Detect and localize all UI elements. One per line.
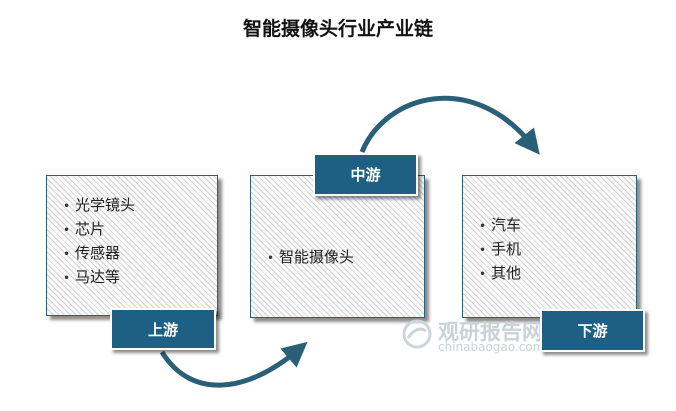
list-item: 马达等	[63, 266, 135, 290]
list-item: 芯片	[63, 218, 135, 242]
downstream-list: 汽车 手机 其他	[479, 214, 521, 286]
watermark-text: 观研报告网	[438, 320, 543, 344]
downstream-card: 汽车 手机 其他	[462, 175, 637, 318]
upstream-list: 光学镜头 芯片 传感器 马达等	[63, 194, 135, 290]
midstream-list: 智能摄像头	[267, 246, 354, 270]
list-item: 光学镜头	[63, 194, 135, 218]
upstream-card: 光学镜头 芯片 传感器 马达等	[46, 175, 218, 316]
list-item: 汽车	[479, 214, 521, 238]
arrow-up-to-mid	[159, 341, 308, 388]
list-item: 传感器	[63, 242, 135, 266]
downstream-tag: 下游	[540, 309, 645, 352]
watermark-url: chinabaogao.com	[438, 340, 545, 354]
upstream-tag: 上游	[110, 308, 216, 350]
watermark-logo-icon	[402, 319, 432, 349]
midstream-tag: 中游	[313, 153, 418, 196]
list-item: 手机	[479, 238, 521, 262]
page-title: 智能摄像头行业产业链	[242, 18, 433, 40]
midstream-card: 智能摄像头	[250, 175, 425, 318]
arrow-mid-to-down	[359, 95, 540, 155]
list-item: 智能摄像头	[267, 246, 354, 270]
list-item: 其他	[479, 262, 521, 286]
